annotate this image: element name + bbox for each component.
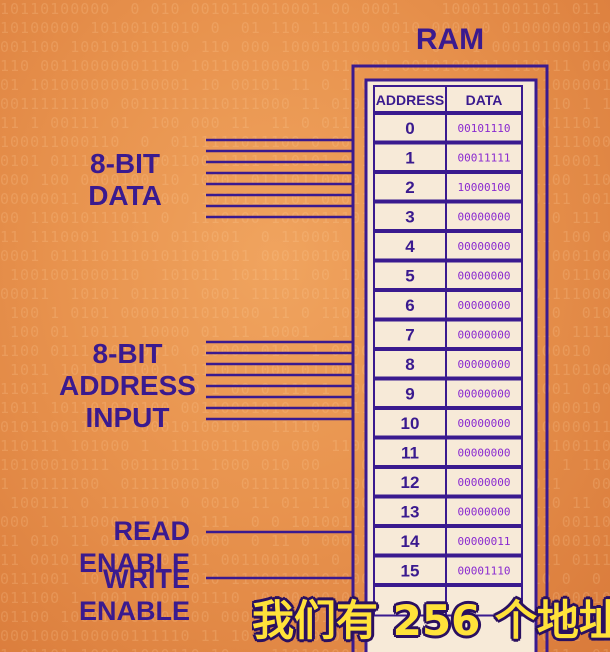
- address-value: 11: [401, 444, 419, 463]
- data-cell: [445, 260, 523, 290]
- data-value: 00000000: [458, 388, 511, 401]
- read-enable-label: READ ENABLE: [78, 516, 190, 578]
- address-cell: [373, 437, 447, 467]
- data-cell: [445, 113, 523, 143]
- data-value: 00000011: [458, 535, 511, 548]
- header-cell-data: [445, 85, 523, 113]
- address-cell: [373, 290, 447, 320]
- data-cell-partial: [445, 585, 523, 617]
- address-value: 13: [401, 503, 420, 522]
- address-value: 0: [405, 119, 414, 138]
- address-value: 4: [405, 237, 415, 256]
- address-value: 5: [405, 267, 414, 286]
- data-value: 00000000: [458, 299, 511, 312]
- data-cell: [445, 378, 523, 408]
- input-wires: [206, 138, 353, 580]
- data-cell: [445, 496, 523, 526]
- data-value: 00011111: [458, 152, 511, 165]
- address-value: 3: [405, 208, 414, 227]
- header-data: DATA: [466, 92, 503, 108]
- data-value: 00000000: [458, 417, 511, 430]
- data-label-line2: DATA: [88, 180, 162, 211]
- write-enable-label: WRITE ENABLE: [78, 564, 190, 626]
- data-cell: [445, 437, 523, 467]
- data-cell: [445, 231, 523, 261]
- data-cell: [445, 555, 523, 585]
- address-label-line2: ADDRESS: [59, 370, 196, 401]
- address-value: 12: [401, 473, 420, 492]
- address-value: 7: [405, 326, 414, 345]
- address-cell: [373, 319, 447, 349]
- address-value: 8: [405, 355, 414, 374]
- header-cell-address: [373, 85, 447, 113]
- address-label-line1: 8-BIT: [92, 338, 163, 369]
- data-value: 00000000: [458, 476, 511, 489]
- address-cell: [373, 378, 447, 408]
- data-label: 8-BIT DATA: [70, 148, 180, 212]
- data-cell: [445, 201, 523, 231]
- data-value: 10000100: [458, 181, 511, 194]
- address-cell: [373, 467, 447, 497]
- data-value: 00101110: [458, 122, 511, 135]
- address-value: 15: [401, 562, 420, 581]
- data-cell: [445, 319, 523, 349]
- address-value: 1: [405, 149, 414, 168]
- ram-title: RAM: [415, 23, 485, 56]
- data-cell: [445, 172, 523, 202]
- address-value: 2: [405, 178, 414, 197]
- data-cell: [445, 408, 523, 438]
- ram-chip-outer: [351, 64, 549, 652]
- data-value: 00000000: [458, 358, 511, 371]
- data-cell: [445, 526, 523, 556]
- data-value: 00000000: [458, 329, 511, 342]
- address-cell: [373, 113, 447, 143]
- data-value: 00000000: [458, 240, 511, 253]
- data-value: 00001110: [458, 565, 511, 578]
- data-cell: [445, 349, 523, 379]
- address-value: 9: [405, 385, 414, 404]
- address-cell: [373, 349, 447, 379]
- data-value: 00000000: [458, 506, 511, 519]
- data-label-line1: 8-BIT: [90, 148, 160, 179]
- address-value: 14: [401, 532, 420, 551]
- data-value: 00000000: [458, 270, 511, 283]
- data-cell: [445, 142, 523, 172]
- address-value: 6: [405, 296, 414, 315]
- subtitle-caption: 我们有 256 个地址: [252, 596, 610, 645]
- data-value: 00000000: [458, 211, 511, 224]
- data-cell: [445, 467, 523, 497]
- address-value: 10: [401, 414, 420, 433]
- data-cell: [445, 290, 523, 320]
- header-address: ADDRESS: [376, 92, 444, 108]
- address-label: 8-BIT ADDRESS INPUT: [40, 338, 215, 434]
- memory-table: ADDRESS DATA 0 00101110 1 00011111 2 10000100 3 0…: [373, 85, 523, 617]
- data-value: 00000000: [458, 447, 511, 460]
- address-label-line3: INPUT: [85, 402, 170, 433]
